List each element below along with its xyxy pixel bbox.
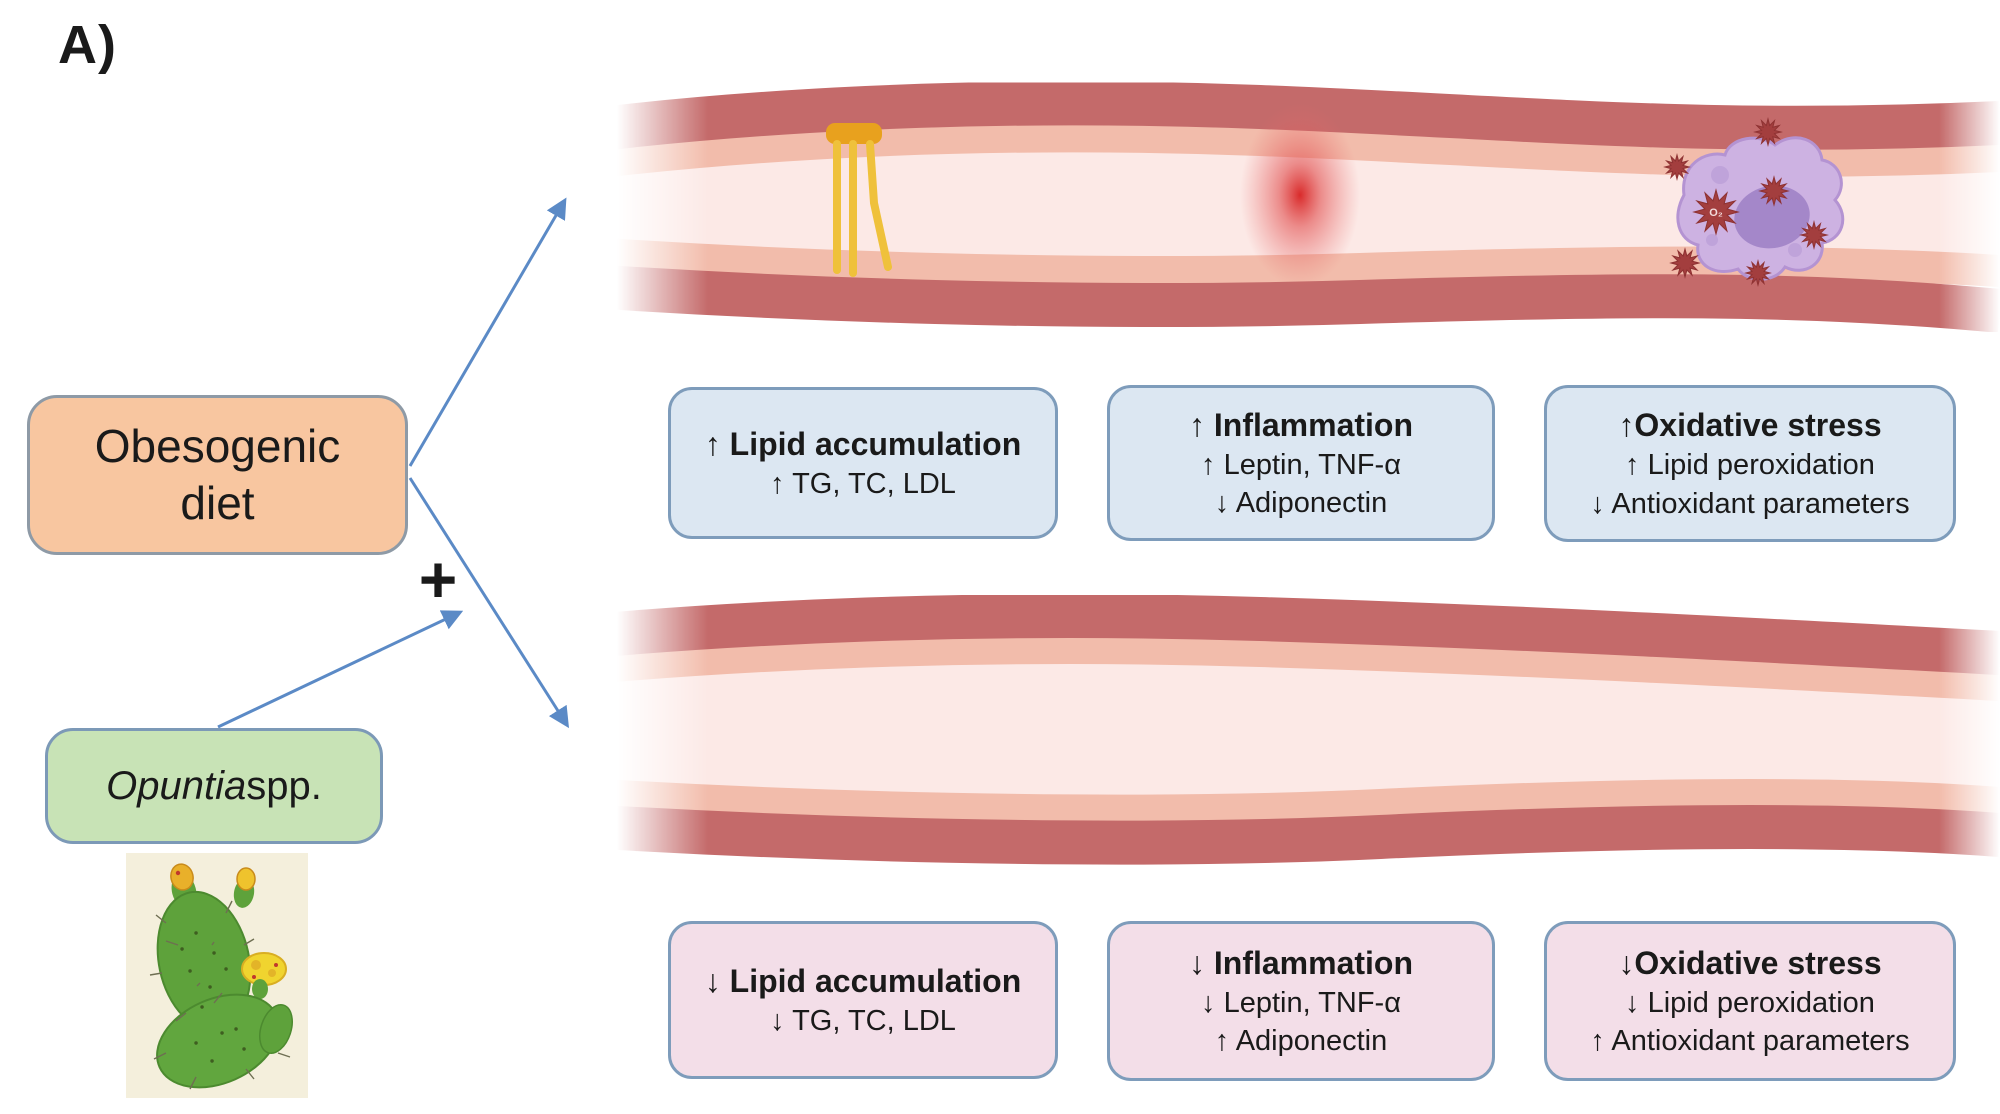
plus-sign: + [418,542,458,616]
outcome-line: ↓ TG, TC, LDL [770,1004,956,1037]
outcome-line: ↑ TG, TC, LDL [770,467,956,500]
outcome-title: ↑ Inflammation [1188,406,1413,443]
ros-particle-icon [1669,247,1701,279]
outcome-box-inflammation-down: ↓ Inflammation ↓ Leptin, TNF-α ↑ Adipone… [1107,921,1495,1081]
ros-particle-icon [1753,117,1783,147]
outcome-box-oxidative-stress-up: ↑Oxidative stress ↑ Lipid peroxidation ↓… [1544,385,1956,542]
ros-particle-icon [1692,188,1740,236]
panel-label: A) [58,15,117,75]
inflammation-glow-icon [1240,103,1360,287]
opuntia-supplement-box: Opuntia spp. [45,728,383,844]
outcome-box-lipid-accumulation-up: ↑ Lipid accumulation ↑ TG, TC, LDL [668,387,1058,539]
obesogenic-diet-label-line2: diet [180,477,255,529]
outcome-title: ↓Oxidative stress [1618,944,1882,981]
ros-particles: O₂ [1663,117,1829,287]
outcome-line: ↑ Antioxidant parameters [1590,1025,1910,1058]
outcome-line: ↑ Leptin, TNF-α [1201,448,1401,481]
outcome-title: ↑Oxidative stress [1618,407,1882,444]
ros-particle-icon [1663,153,1691,181]
outcome-line: ↑ Adiponectin [1214,1025,1388,1058]
obesogenic-diet-label-line1: Obesogenic [94,419,341,472]
outcome-line: ↑ Lipid peroxidation [1625,449,1875,482]
outcome-line: ↓ Lipid peroxidation [1625,986,1875,1019]
outcome-line: ↓ Adiponectin [1214,487,1388,520]
macrophage-cell-icon [1676,136,1845,281]
outcome-title: ↑ Lipid accumulation [704,425,1022,462]
outcome-title: ↓ Inflammation [1188,944,1413,981]
cactus-illustration [126,853,308,1098]
ros-particle-icon [1799,220,1829,250]
blood-vessel-bottom-illustration [480,595,2000,865]
outcome-box-inflammation-up: ↑ Inflammation ↑ Leptin, TNF-α ↓ Adipone… [1107,385,1495,541]
ros-o2-label: O₂ [1709,207,1723,219]
arrow-supplement-to-combination [217,610,464,729]
blood-vessel-top-illustration: O₂ [480,81,2000,333]
lipid-accumulation-icon [826,123,892,277]
obesogenic-diet-box: Obesogenic diet [27,395,408,555]
outcome-box-lipid-accumulation-down: ↓ Lipid accumulation ↓ TG, TC, LDL [668,921,1058,1079]
cactus-plant [149,863,293,1090]
outcome-box-oxidative-stress-down: ↓Oxidative stress ↓ Lipid peroxidation ↑… [1544,921,1956,1081]
opuntia-genus-label: Opuntia [106,763,247,808]
ros-particle-icon [1758,175,1790,207]
vessel-bottom-layers [480,595,2000,865]
opuntia-spp-label: spp. [246,763,322,808]
outcome-line: ↓ Leptin, TNF-α [1201,986,1401,1019]
ros-particle-icon [1744,259,1772,287]
outcome-title: ↓ Lipid accumulation [704,962,1022,999]
outcome-line: ↓ Antioxidant parameters [1590,487,1910,520]
